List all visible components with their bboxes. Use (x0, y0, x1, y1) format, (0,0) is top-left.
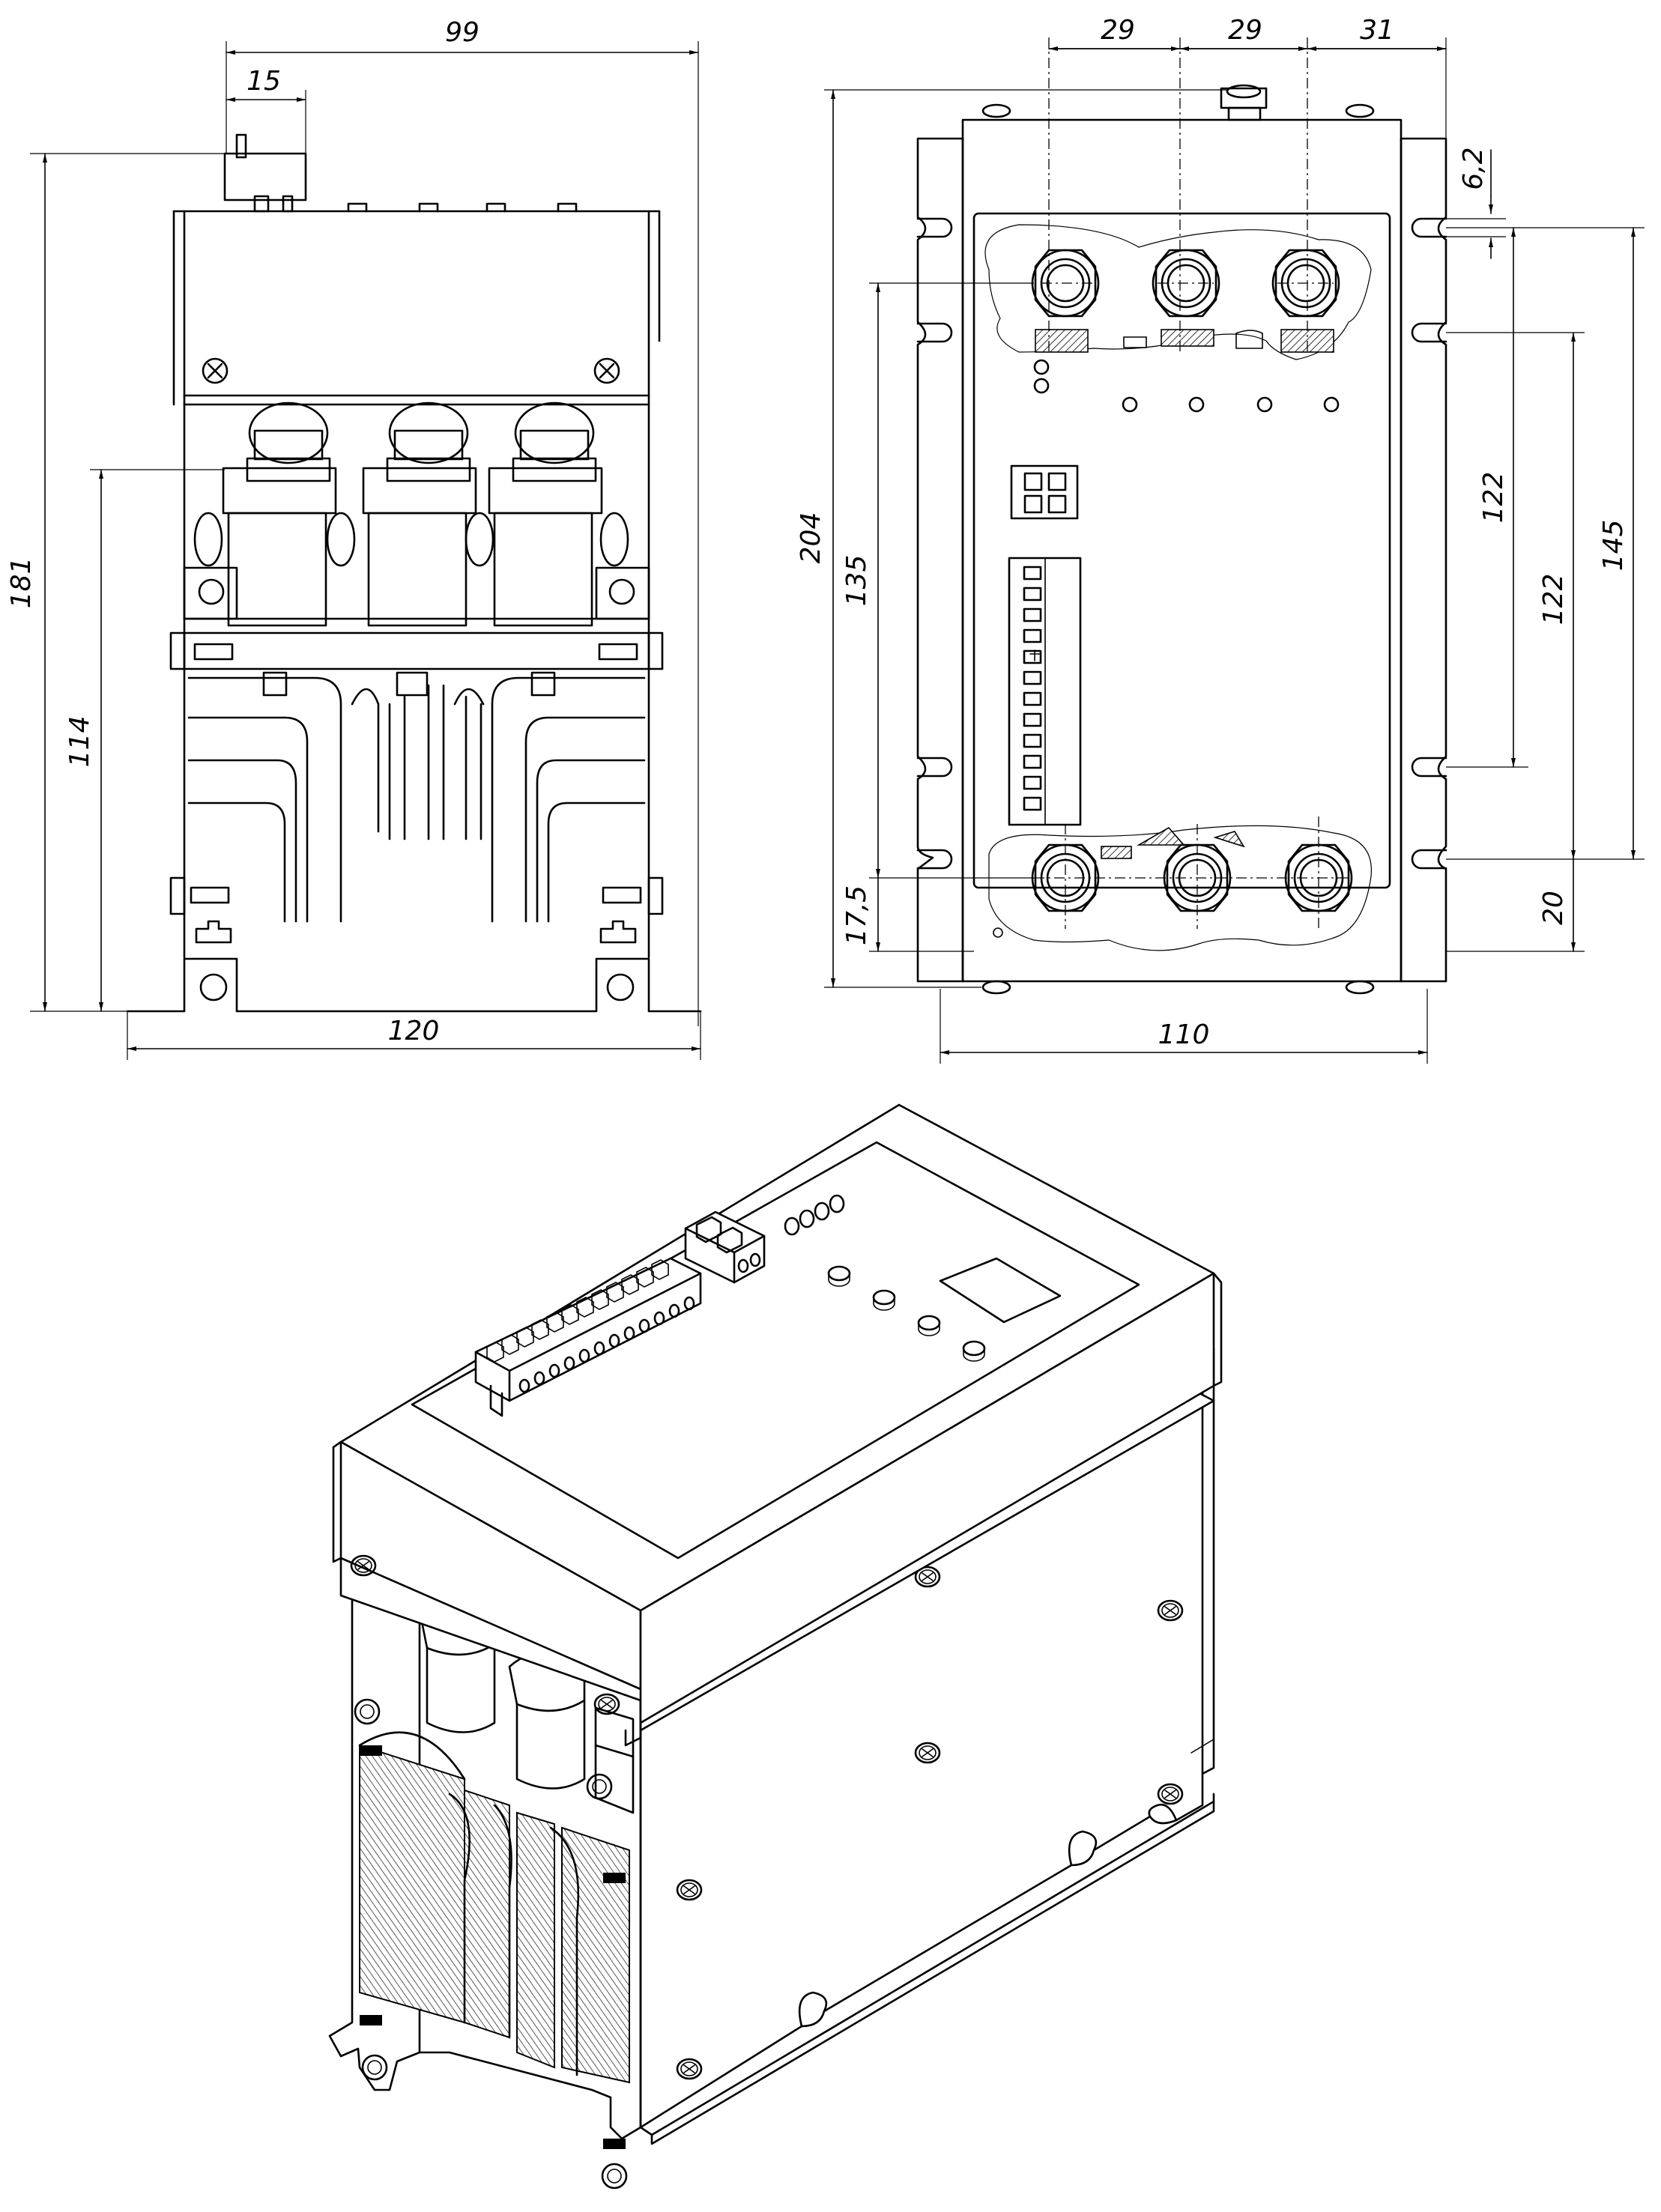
dim-spacing-3: 31 (1360, 15, 1394, 46)
top-body (961, 118, 1403, 983)
front-cover-screw-icon (202, 357, 229, 384)
iso-display (939, 1257, 1062, 1324)
iso-connector-multipin (474, 1257, 702, 1417)
iso-side-panel (639, 1347, 1215, 2129)
front-view (126, 133, 702, 1013)
dim-hole-spacing-a: 122 (1478, 472, 1509, 524)
top-panel (972, 212, 1391, 889)
dim-top-width: 110 (1158, 1019, 1210, 1050)
iso-heatsink (358, 1731, 630, 2149)
dim-spacing-1: 29 (1101, 15, 1135, 46)
dim-front-height: 181 (6, 557, 37, 609)
dim-front-width: 99 (445, 17, 479, 48)
front-dimensions: 99 15 181 114 120 (6, 17, 701, 1060)
front-terminal-block (223, 152, 307, 201)
top-connector-multipin (1008, 557, 1082, 826)
dim-top-offset: 6,2 (1458, 147, 1489, 190)
top-view (916, 37, 1447, 995)
dim-bottom-margin: 20 (1538, 891, 1569, 925)
front-cover-screw-icon (593, 357, 620, 384)
dim-bottom-offset: 17,5 (841, 885, 872, 945)
top-dimensions: 29 29 31 6,2 204 135 17,5 122 122 (796, 15, 1645, 1064)
front-cover (183, 210, 650, 397)
dim-top-height: 204 (796, 512, 826, 564)
dim-base-width: 120 (388, 1016, 440, 1046)
top-connector-2pin (1010, 464, 1079, 520)
dim-hole-spacing-b: 122 (1538, 574, 1569, 625)
iso-connector-2pin (684, 1210, 766, 1284)
dim-top-inner-height: 135 (841, 555, 872, 607)
isometric-view (328, 1103, 1223, 2190)
front-heatsink (187, 671, 646, 923)
iso-leds (784, 1194, 845, 1236)
dim-spacing-2: 29 (1228, 15, 1262, 46)
front-terminals (193, 402, 629, 627)
dim-hole-spacing-c: 145 (1598, 520, 1629, 572)
dim-mount-height: 114 (64, 716, 95, 768)
dim-terminal-offset: 15 (246, 66, 281, 97)
iso-buttons (827, 1265, 986, 1362)
